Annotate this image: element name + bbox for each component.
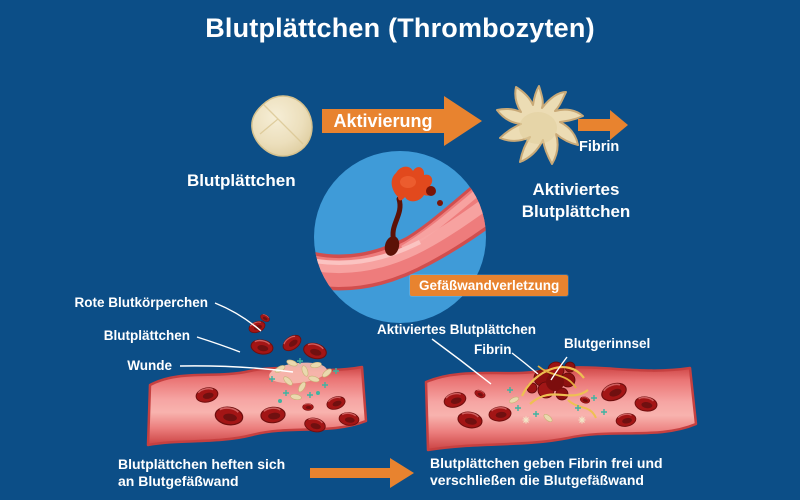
label-wound: Wunde (127, 358, 172, 373)
label-activated-platelet: Aktiviertes Blutplättchen (377, 322, 537, 337)
right-vessel-illustration (418, 352, 703, 460)
activation-arrow-label: Aktivierung (333, 110, 433, 131)
left-vessel-illustration (140, 303, 372, 455)
label-platelet-left: Blutplättchen (103, 328, 190, 343)
activated-platelet-illustration (492, 82, 587, 177)
label-red-blood-cells: Rote Blutkörperchen (74, 295, 208, 310)
process-arrow-icon (310, 458, 414, 488)
label-blood-clot: Blutgerinnsel (564, 336, 651, 351)
activated-platelet-label: Aktiviertes Blutplättchen (521, 180, 631, 221)
right-caption: Blutplättchen geben Fibrin frei und vers… (430, 455, 663, 488)
platelet-label: Blutplättchen (187, 171, 296, 190)
vessel-injury-circle-illustration (312, 149, 488, 325)
page-title: Blutplättchen (Thrombozyten) (205, 13, 595, 43)
activation-arrow-icon: Aktivierung (322, 96, 482, 146)
left-caption: Blutplättchen heften sich an Blutgefäßwa… (118, 456, 286, 489)
platelet-illustration (243, 92, 319, 162)
fibrin-arrow-icon (578, 110, 628, 140)
label-fibrin: Fibrin (474, 342, 512, 357)
injury-badge: Gefäßwandverletzung (410, 275, 569, 296)
fibrin-arrow-label: Fibrin (579, 139, 620, 155)
